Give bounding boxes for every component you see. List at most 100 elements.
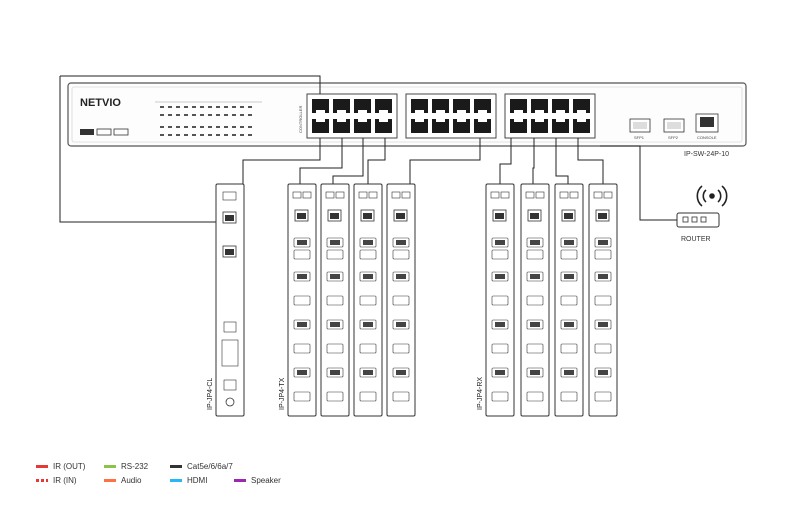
- connector: [293, 391, 311, 402]
- status-led: [160, 106, 164, 108]
- device-label-cl: IP-JP4-CL: [207, 378, 214, 410]
- cable-router: [600, 145, 677, 221]
- rj45-port: [333, 119, 350, 133]
- connector-inner: [363, 240, 373, 245]
- connector-inner: [564, 240, 574, 245]
- rj45-port: [375, 99, 392, 113]
- status-led: [168, 134, 172, 136]
- status-led: [232, 106, 236, 108]
- port-clip: [457, 119, 466, 122]
- status-led: [176, 114, 180, 116]
- legend-item-cat: Cat5e/6/6a/7: [170, 462, 233, 471]
- status-led: [160, 114, 164, 116]
- port-clip: [379, 119, 388, 122]
- power-port: [535, 191, 545, 199]
- connector: [293, 249, 311, 260]
- legend-item-rs232: RS-232: [104, 462, 148, 471]
- status-led: [216, 134, 220, 136]
- status-led: [192, 134, 196, 136]
- connector-inner: [363, 322, 373, 327]
- power-port: [335, 191, 345, 199]
- status-led: [216, 114, 220, 116]
- status-led: [248, 106, 252, 108]
- port-clip: [556, 110, 565, 113]
- status-led: [240, 126, 244, 128]
- connector-inner: [297, 274, 307, 279]
- connector: [392, 391, 410, 402]
- status-led-panel: [155, 101, 262, 136]
- connector-inner: [396, 274, 406, 279]
- cable-cl-in: [59, 76, 232, 223]
- connector-inner: [297, 370, 307, 375]
- status-led: [208, 134, 212, 136]
- status-led: [192, 126, 196, 128]
- connector: [326, 295, 344, 306]
- device-label-rx: IP-JP4-RX: [477, 377, 484, 410]
- status-led: [216, 126, 220, 128]
- port-clip: [577, 110, 586, 113]
- connector-inner: [530, 370, 540, 375]
- connector: [526, 295, 544, 306]
- power-port: [368, 191, 378, 199]
- port-clip: [478, 119, 487, 122]
- connector: [594, 391, 612, 402]
- rj45-port-blocks: [306, 93, 596, 139]
- port-clip: [358, 119, 367, 122]
- status-led: [184, 126, 188, 128]
- console-label: CONSOLE: [697, 135, 717, 140]
- legend-item-speaker: Speaker: [234, 476, 281, 485]
- port-clip: [577, 119, 586, 122]
- power-port: [302, 191, 312, 199]
- device-unit-tx: [386, 183, 416, 417]
- rj45-port: [552, 99, 569, 113]
- power-port: [358, 191, 368, 199]
- legend-swatch: [104, 465, 116, 468]
- status-led: [184, 134, 188, 136]
- power-port: [490, 191, 500, 199]
- rj45-port: [531, 99, 548, 113]
- connector: [491, 295, 509, 306]
- status-led: [200, 134, 204, 136]
- port-clip: [535, 110, 544, 113]
- status-led: [200, 114, 204, 116]
- rj45-port-inner: [330, 213, 339, 219]
- connector: [359, 249, 377, 260]
- connector: [560, 343, 578, 354]
- connector-inner: [598, 370, 608, 375]
- device-unit-rx: [520, 183, 550, 417]
- rj45-port: [354, 99, 371, 113]
- device-unit-cl: [215, 183, 245, 417]
- legend-item-ir-in: IR (IN): [36, 476, 77, 485]
- port-clip: [337, 110, 346, 113]
- rj45-port: [552, 119, 569, 133]
- status-led: [232, 126, 236, 128]
- switch-side-label: CONTROLLER: [298, 106, 303, 133]
- terminal-block: [221, 339, 239, 367]
- status-led: [240, 106, 244, 108]
- rj45-port-inner: [495, 213, 504, 219]
- connector: [392, 343, 410, 354]
- cable-tx4: [409, 138, 481, 216]
- router: ROUTER: [676, 185, 728, 243]
- connector-inner: [530, 274, 540, 279]
- terminal-block: [223, 321, 237, 333]
- status-led: [192, 106, 196, 108]
- device-label-tx: IP-JP4-TX: [279, 377, 286, 410]
- connector: [293, 295, 311, 306]
- rj45-port-inner: [564, 213, 573, 219]
- power-port: [569, 191, 579, 199]
- rj45-port: [354, 119, 371, 133]
- port-clip: [514, 110, 523, 113]
- device-unit-tx: [320, 183, 350, 417]
- power-port: [292, 191, 302, 199]
- rj45-port: [312, 119, 329, 133]
- power-port: [593, 191, 603, 199]
- rj45-port: [411, 99, 428, 113]
- connector-inner: [495, 240, 505, 245]
- reset-button: [225, 397, 235, 407]
- connector: [526, 249, 544, 260]
- connector-inner: [495, 322, 505, 327]
- rj45-port: [333, 99, 350, 113]
